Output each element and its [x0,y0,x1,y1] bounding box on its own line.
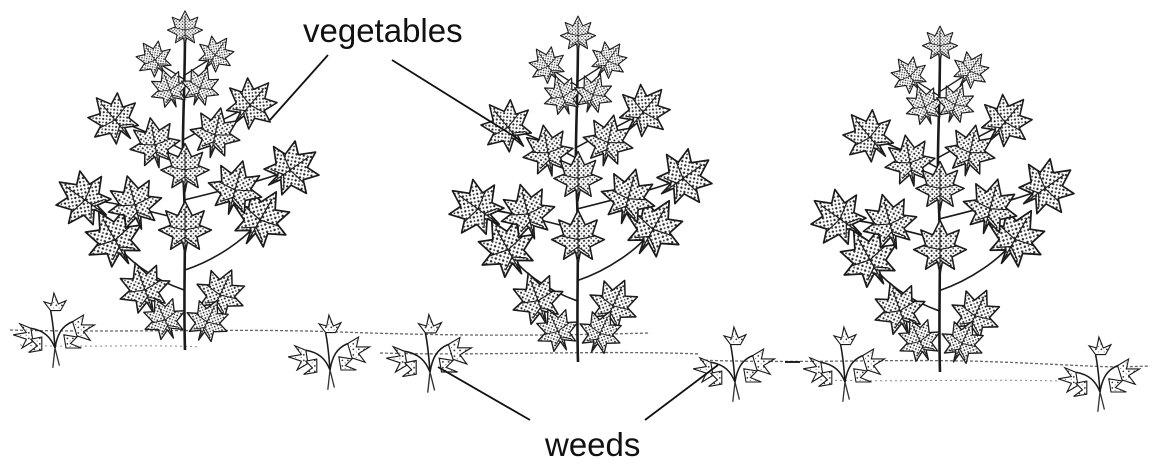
weed-3 [386,315,471,393]
weed-2 [288,315,369,390]
callout-vegetables-right [392,60,520,140]
weed-5 [803,327,884,402]
weeds-label: weeds [545,428,640,461]
callout-weeds-right [645,365,718,420]
callout-vegetables-left [270,55,328,120]
callout-weeds-left [438,367,530,420]
weed-4 [693,327,774,402]
weed-1 [13,293,94,368]
vegetables-label: vegetables [303,14,463,47]
vegetable-plant-3 [798,26,1087,372]
vegetable-plant-2 [436,16,725,362]
vegetable-plant-1 [43,11,332,350]
weed-6 [1058,337,1139,412]
